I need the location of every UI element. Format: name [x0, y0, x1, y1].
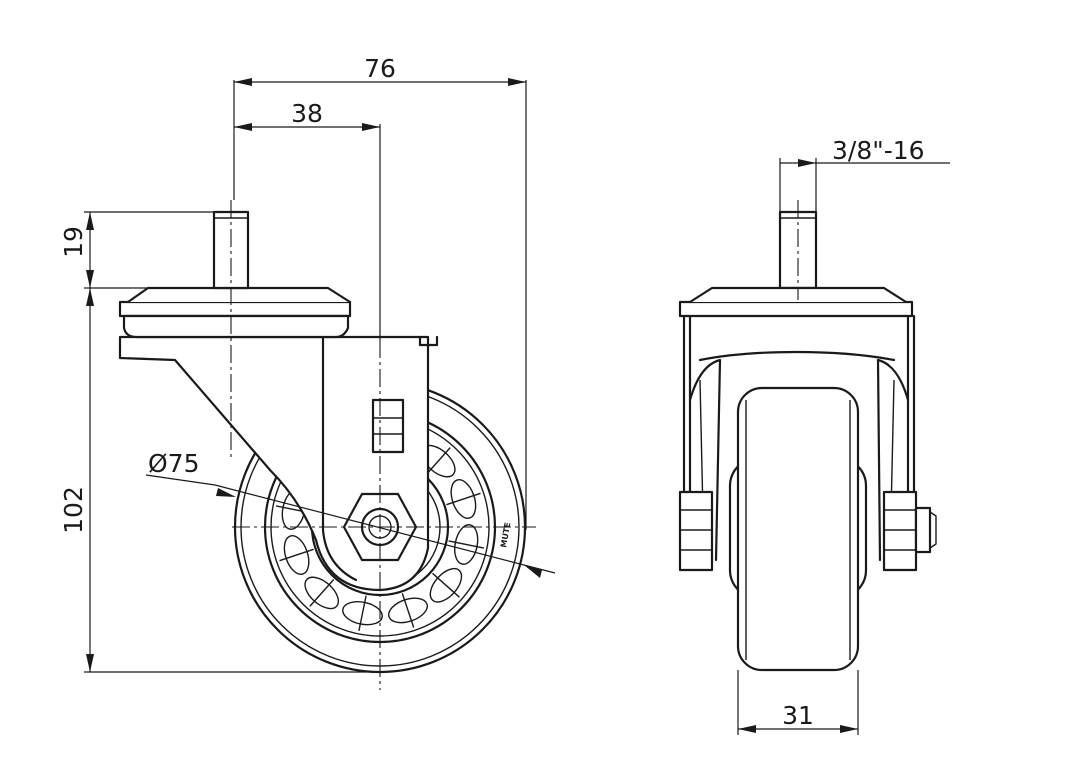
dim-d75-label: Ø75 [148, 449, 200, 478]
dimension-19: 19 [59, 211, 214, 289]
spoke-line [425, 447, 451, 475]
spoke-line [446, 492, 481, 506]
dim-19-label: 19 [59, 226, 88, 258]
dim-38-label: 38 [291, 99, 323, 128]
top-plate-front [678, 286, 914, 318]
front-view [678, 200, 937, 672]
spoke-line [448, 540, 485, 549]
spoke-line [309, 579, 335, 607]
spoke-line [358, 595, 367, 632]
spoke-line [401, 593, 415, 628]
dimension-38: 38 [234, 99, 381, 340]
dim-31-label: 31 [782, 701, 814, 730]
dimension-76: 76 [233, 54, 527, 530]
wheel-front [728, 386, 868, 672]
dimension-102: 102 [59, 288, 380, 673]
top-plate-side [118, 286, 352, 339]
dim-76-label: 76 [364, 54, 396, 83]
side-view: MUTE [118, 200, 536, 690]
dim-thread-label: 3/8"-16 [832, 136, 925, 165]
nut-left-front [678, 490, 714, 572]
nut-right-front [882, 490, 937, 572]
spoke-line [279, 548, 314, 562]
dim-102-label: 102 [59, 486, 88, 534]
dimension-thread: 3/8"-16 [779, 136, 950, 212]
fork-front [682, 314, 916, 562]
dimension-d75: Ø75 [145, 449, 556, 578]
dimension-31: 31 [737, 670, 859, 735]
spoke-line [432, 572, 460, 598]
svg-text:MUTE: MUTE [499, 522, 512, 549]
